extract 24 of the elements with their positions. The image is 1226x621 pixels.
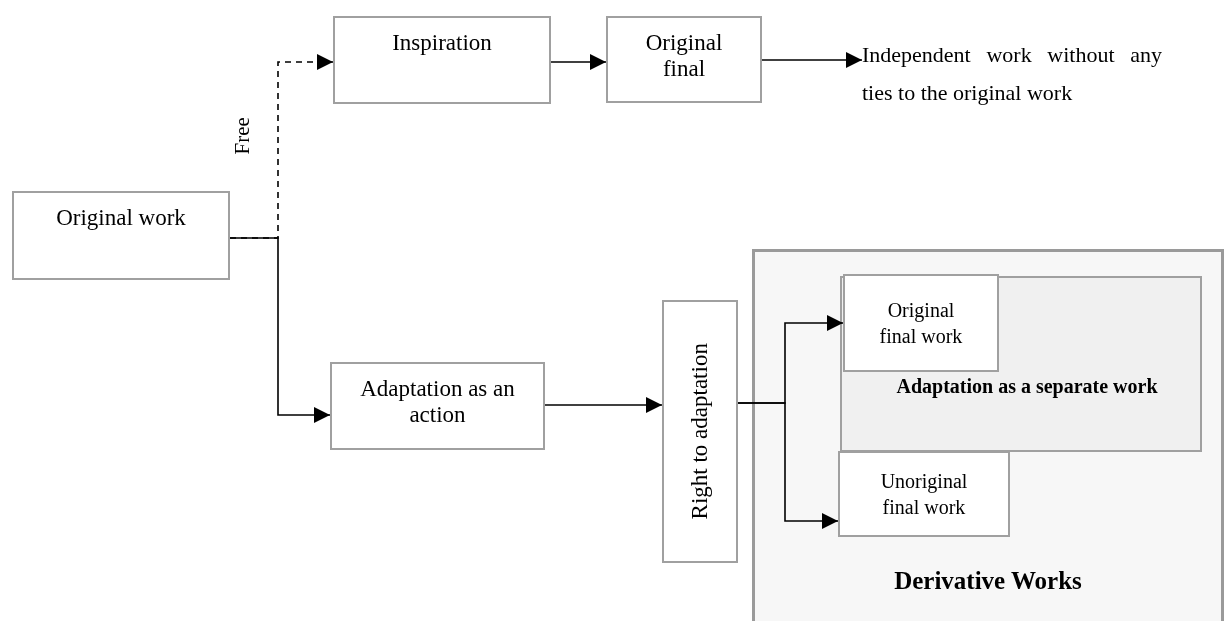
process-box [333,16,551,104]
node-label: Independent work without any ties to the original work [862,42,1162,105]
node-label: Right to adaptation [685,343,713,520]
node-label: Unoriginal final work [879,469,969,520]
process-box [662,300,738,563]
arrow [761,52,863,68]
process-box [12,191,230,280]
group-title: Derivative Works [893,566,1083,596]
node-label: Original final work [878,298,964,349]
process-box [330,362,545,450]
node-label: Inspiration [392,30,492,57]
node-label: Original final [644,30,724,83]
node-label: Adaptation as an action [359,376,516,429]
process-box [606,16,762,103]
patterned-box [840,276,1202,452]
node-label: Adaptation as a separate work [895,374,1159,398]
arrow [550,54,607,70]
arrow [544,397,663,413]
process-box [838,451,1010,537]
process-box [843,274,999,372]
group-panel [752,249,1224,621]
arrow [737,402,839,529]
node-label: Original work [56,205,186,232]
arrow [229,237,331,423]
